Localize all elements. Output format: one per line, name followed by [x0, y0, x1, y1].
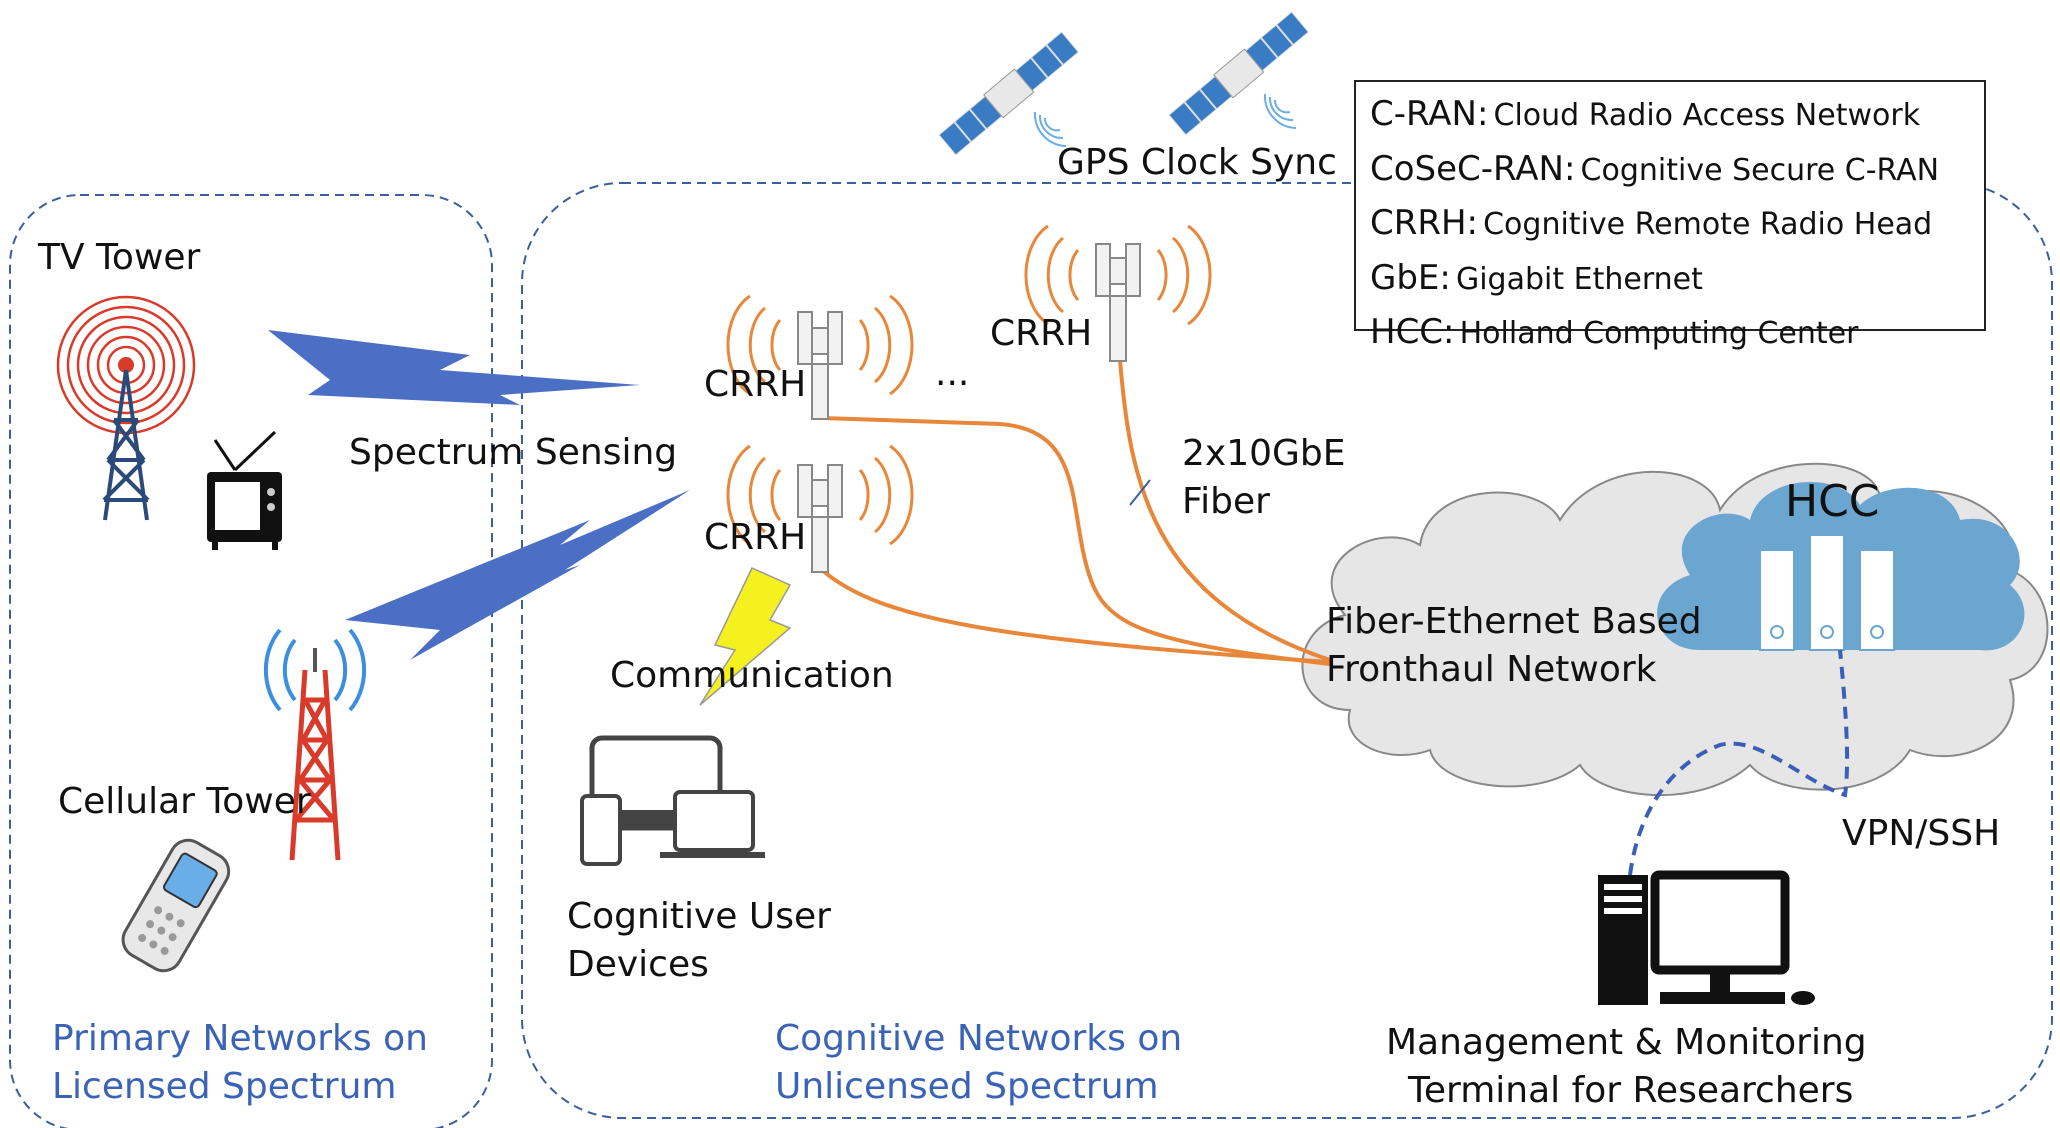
- user-devices-label-1: Cognitive User: [567, 896, 831, 937]
- user-devices-label-2: Devices: [567, 944, 709, 985]
- fiber-pointer: [1129, 479, 1151, 506]
- television-icon: [207, 430, 282, 550]
- terminal-computer-icon: [1598, 870, 1815, 1005]
- legend-definition: Cognitive Secure C-RAN: [1580, 152, 1940, 188]
- legend-definition: Cloud Radio Access Network: [1493, 98, 1921, 133]
- fronthaul-label-2: Fronthaul Network: [1326, 649, 1657, 690]
- user-devices-icon: [580, 735, 765, 866]
- cellular-tower-label: Cellular Tower: [58, 781, 311, 822]
- abbreviation-legend: C-RAN: Cloud Radio Access Network CoSeC-…: [1354, 80, 1986, 352]
- legend-definition: Holland Computing Center: [1459, 316, 1859, 351]
- legend-abbr: GbE:: [1370, 257, 1451, 298]
- vpn-link: [1628, 649, 1850, 876]
- legend-abbr: C-RAN:: [1370, 94, 1489, 134]
- legend-row: C-RAN: Cloud Radio Access Network: [1370, 90, 1970, 145]
- ellipsis-label: ...: [935, 353, 970, 394]
- tv-tower-icon: [56, 295, 196, 521]
- crrh-label-2: CRRH: [704, 517, 807, 558]
- hcc-label: HCC: [1785, 476, 1880, 527]
- legend-row: HCC: Holland Computing Center: [1370, 308, 1970, 363]
- tv-tower-label: TV Tower: [38, 237, 201, 278]
- legend-row: CoSeC-RAN: Cognitive Secure C-RAN: [1370, 145, 1970, 200]
- fiber-label-1: 2x10GbE: [1182, 433, 1346, 474]
- cognitive-network-region: [521, 182, 2053, 1119]
- communication-bolt: [699, 567, 792, 706]
- satellite-icon-2: [1168, 11, 1310, 136]
- crrh-label-1: CRRH: [704, 364, 807, 405]
- vpn-ssh-label: VPN/SSH: [1842, 813, 2001, 854]
- sensing-bolt-upper: [268, 330, 640, 405]
- legend-abbr: CRRH:: [1370, 203, 1479, 243]
- fronthaul-label-1: Fiber-Ethernet Based: [1326, 601, 1702, 642]
- terminal-label-1: Management & Monitoring: [1386, 1022, 1867, 1063]
- legend-definition: Gigabit Ethernet: [1455, 261, 1703, 297]
- satellite-signal-icon-1: [1033, 111, 1067, 147]
- primary-network-title-1: Primary Networks on: [52, 1018, 428, 1059]
- fiber-label-2: Fiber: [1182, 481, 1270, 522]
- cognitive-network-title-1: Cognitive Networks on: [775, 1018, 1183, 1059]
- crrh-label-3: CRRH: [990, 313, 1093, 354]
- crrh-antenna-icon-2: [726, 444, 914, 573]
- satellite-signal-icon-2: [1263, 93, 1297, 129]
- legend-abbr: CoSeC-RAN:: [1370, 148, 1576, 189]
- legend-row: CRRH: Cognitive Remote Radio Head: [1370, 199, 1970, 254]
- server-icon: [1759, 534, 1895, 651]
- crrh-antenna-icon-1: [726, 294, 914, 420]
- legend-abbr: HCC:: [1370, 312, 1455, 352]
- communication-label: Communication: [610, 655, 894, 696]
- legend-row: GbE: Gigabit Ethernet: [1370, 254, 1970, 309]
- spectrum-sensing-label: Spectrum Sensing: [349, 432, 678, 473]
- mobile-phone-icon: [121, 838, 231, 973]
- cognitive-network-title-2: Unlicensed Spectrum: [775, 1066, 1159, 1107]
- primary-network-title-2: Licensed Spectrum: [52, 1066, 397, 1107]
- crrh-antenna-icon-3: [1024, 224, 1212, 362]
- legend-definition: Cognitive Remote Radio Head: [1483, 207, 1933, 242]
- satellite-icon-1: [938, 31, 1080, 156]
- primary-network-region: [9, 194, 493, 1128]
- sensing-bolt-lower: [345, 490, 690, 660]
- cellular-tower-icon: [263, 628, 367, 861]
- terminal-label-2: Terminal for Researchers: [1408, 1070, 1854, 1111]
- gps-clock-sync-label: GPS Clock Sync: [1057, 142, 1337, 183]
- fiber-links: [820, 359, 1331, 666]
